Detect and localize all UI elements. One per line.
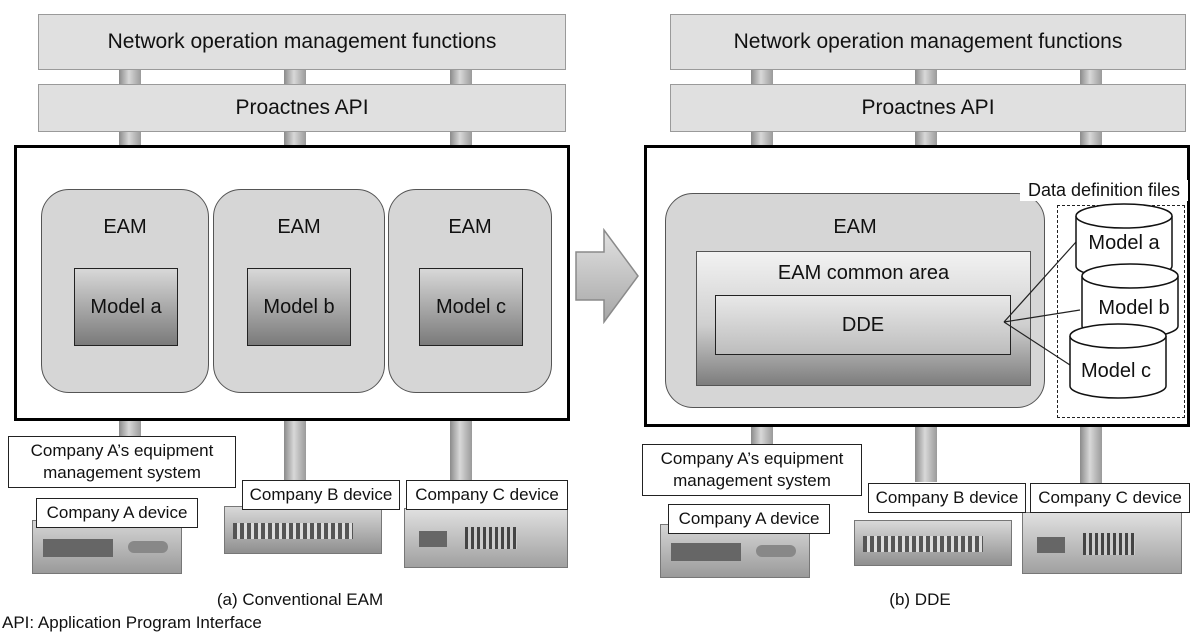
model-a-file-label: Model a: [1088, 232, 1160, 254]
footnote-api: API: Application Program Interface: [2, 613, 262, 632]
company-c-device-image: [404, 508, 568, 568]
eam-block-b: EAM Model b: [213, 189, 385, 393]
model-c-box: Model c: [419, 268, 523, 346]
company-c-device-label: Company C device: [406, 480, 568, 510]
model-c-file-label: Model c: [1080, 360, 1152, 382]
transition-arrow-icon: [575, 228, 639, 324]
network-operation-label: Network operation management functions: [107, 30, 497, 53]
model-b-cylinder-icon: [1081, 263, 1179, 339]
model-a-label: Model a: [90, 295, 162, 318]
dde-label: DDE: [841, 313, 885, 336]
model-c-label: Model c: [435, 295, 507, 318]
company-b-device-image: [224, 506, 382, 554]
eam-title: EAM: [277, 216, 321, 238]
dde-box: DDE: [715, 295, 1011, 355]
eam-block-shared: EAM EAM common area DDE: [665, 193, 1045, 408]
proactnes-api-label: Proactnes API: [861, 96, 995, 119]
conventional-eam-frame: EAM Model a EAM Model b EAM Model c: [14, 145, 570, 421]
equipment-management-system-a: Company A’s equipment management system: [8, 436, 236, 488]
equipment-management-system-a: Company A’s equipment management system: [642, 444, 862, 496]
company-b-device-image: [854, 520, 1012, 566]
proactnes-api-bar-right: Proactnes API: [670, 84, 1186, 132]
model-b-label: Model b: [263, 295, 335, 318]
model-b-file-label: Model b: [1098, 297, 1170, 319]
company-a-device-image: [32, 520, 182, 574]
network-operation-label: Network operation management functions: [733, 30, 1123, 53]
company-a-device-label: Company A device: [668, 504, 830, 534]
model-b-box: Model b: [247, 268, 351, 346]
eam-title: EAM: [448, 216, 492, 238]
company-c-device-label: Company C device: [1030, 483, 1190, 513]
model-a-box: Model a: [74, 268, 178, 346]
proactnes-api-label: Proactnes API: [235, 96, 369, 119]
caption-dde: (b) DDE: [889, 590, 951, 609]
proactnes-api-bar-left: Proactnes API: [38, 84, 566, 132]
eam-block-a: EAM Model a: [41, 189, 209, 393]
company-a-device-label: Company A device: [36, 498, 198, 528]
company-c-device-image: [1022, 512, 1182, 574]
eam-title: EAM: [103, 216, 147, 238]
eam-title: EAM: [833, 216, 877, 238]
model-c-cylinder-icon: [1069, 323, 1167, 399]
eam-common-area-label: EAM common area: [777, 262, 950, 284]
network-operation-bar-right: Network operation management functions: [670, 14, 1186, 70]
eam-common-area: EAM common area DDE: [696, 251, 1031, 386]
data-definition-files-label: Data definition files: [1020, 180, 1188, 201]
network-operation-bar-left: Network operation management functions: [38, 14, 566, 70]
company-b-device-label: Company B device: [868, 483, 1026, 513]
eam-block-c: EAM Model c: [388, 189, 552, 393]
caption-conventional-eam: (a) Conventional EAM: [216, 590, 384, 609]
company-b-device-label: Company B device: [242, 480, 400, 510]
